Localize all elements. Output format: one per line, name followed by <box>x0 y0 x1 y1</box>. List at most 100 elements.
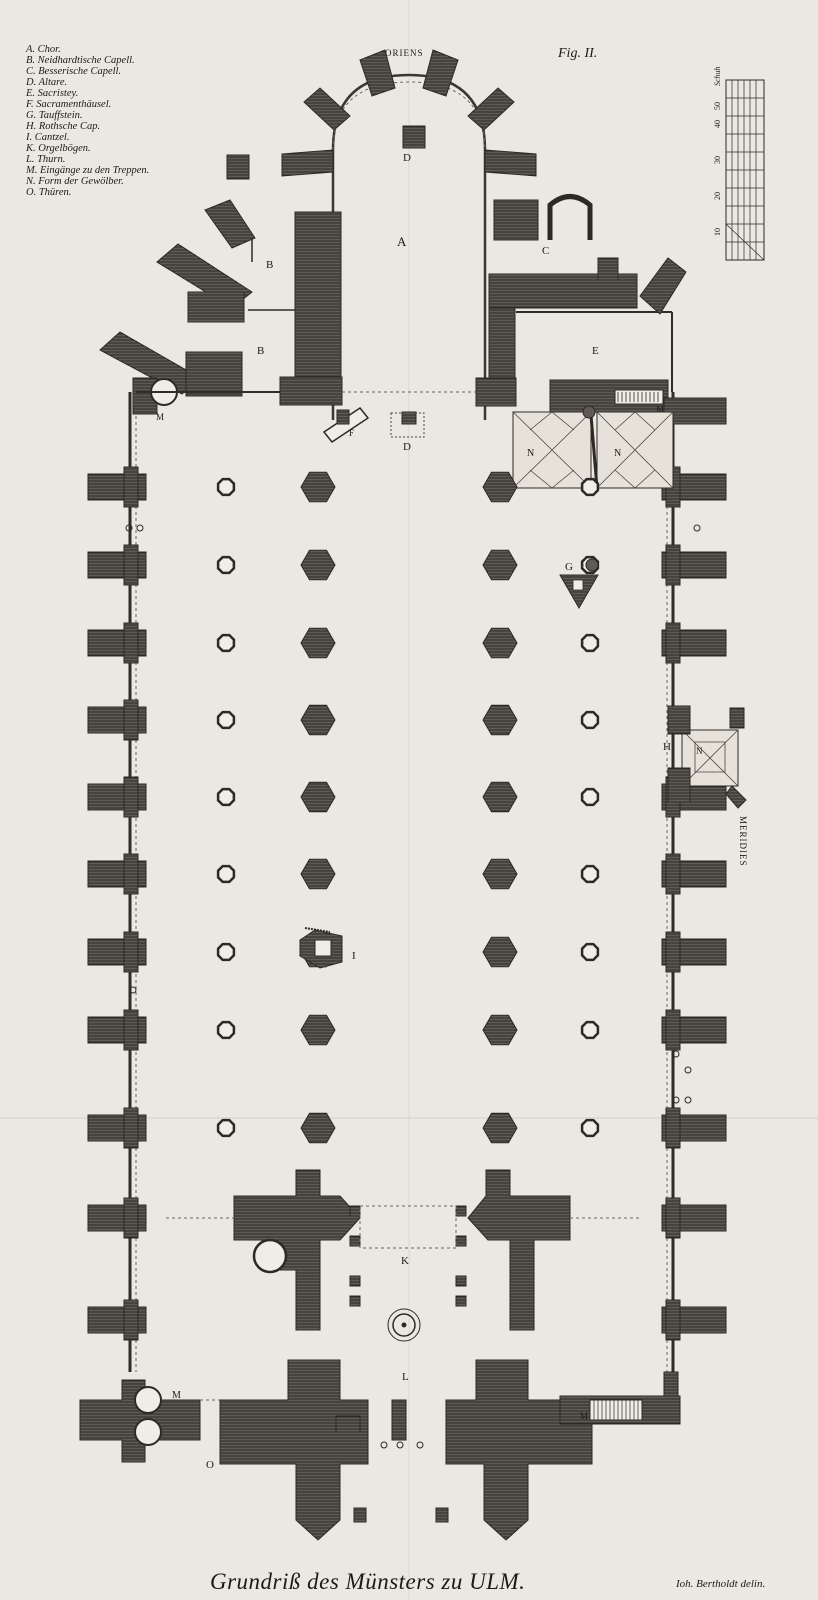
main-pier <box>300 704 336 736</box>
aisle-pier <box>216 864 236 884</box>
legend-item: M. Eingänge zu den Treppen. <box>26 165 150 176</box>
aisle-pier <box>216 555 236 575</box>
besserer-chapel <box>547 194 593 240</box>
main-pier <box>300 549 336 581</box>
north-buttress-foot <box>123 466 139 508</box>
label-F: F <box>349 428 354 438</box>
doors <box>125 524 701 1449</box>
south-buttress-foot <box>665 1197 681 1239</box>
aisle-pier <box>216 477 236 497</box>
aisle-pier <box>580 710 600 730</box>
legend-item: A. Chor. <box>26 44 61 55</box>
label-D2: D <box>403 441 411 453</box>
label-K: K <box>401 1255 409 1267</box>
main-pier <box>300 781 336 813</box>
south-stair <box>589 1399 643 1421</box>
label-M4: M <box>580 1411 588 1421</box>
label-H: H <box>663 741 671 753</box>
pulpit <box>299 927 343 969</box>
tower-piers <box>79 1169 681 1541</box>
main-pier <box>482 781 518 813</box>
figure-label: Fig. II. <box>558 46 598 61</box>
scale-tick: 10 <box>713 228 722 236</box>
aisle-pier <box>580 1020 600 1040</box>
sacrament-house <box>322 406 370 444</box>
main-pier <box>482 471 518 503</box>
scale-tick: 40 <box>713 120 722 128</box>
label-B1: B <box>266 259 273 271</box>
main-pier <box>300 858 336 890</box>
main-pier <box>482 1112 518 1144</box>
main-pier <box>482 549 518 581</box>
altar <box>401 411 417 425</box>
aisle-pier <box>216 710 236 730</box>
tower-stair-north <box>134 1386 162 1414</box>
label-M1: M <box>156 412 164 422</box>
label-N2: N <box>614 448 621 459</box>
legend-item: B. Neidhardtische Capell. <box>26 55 135 66</box>
label-M2: M <box>656 404 664 414</box>
buttresses <box>87 466 727 1341</box>
nave-piers <box>216 471 600 1144</box>
main-pier <box>300 1014 336 1046</box>
aisle-pier <box>216 1118 236 1138</box>
main-pier <box>482 858 518 890</box>
main-pier <box>482 627 518 659</box>
north-buttress-foot <box>123 776 139 818</box>
roth-chapel <box>667 705 747 809</box>
aisle-pier <box>216 787 236 807</box>
label-D1: D <box>403 152 411 164</box>
north-buttress-foot <box>123 622 139 664</box>
label-N1: N <box>527 448 534 459</box>
aisle-pier <box>216 633 236 653</box>
tower-stair-north-2 <box>134 1418 162 1446</box>
aisle-pier <box>580 787 600 807</box>
label-N3: N <box>696 746 703 756</box>
north-chapels <box>99 199 256 415</box>
compass-south: MERIDIES <box>738 816 748 867</box>
legend-item: I. Cantzel. <box>26 132 70 143</box>
label-A: A <box>397 234 407 249</box>
label-E: E <box>592 345 599 357</box>
legend-item: H. Rothsche Cap. <box>26 121 101 132</box>
scale-tick: 20 <box>713 192 722 200</box>
south-buttress-foot <box>665 853 681 895</box>
scale-tick: 30 <box>713 156 722 164</box>
south-buttress-foot <box>665 622 681 664</box>
plan-labels: A B B C D D E F G H I K L M M M M N N N … <box>156 48 748 1471</box>
south-buttress-foot <box>665 544 681 586</box>
tower-center <box>387 1308 421 1342</box>
aisle-pier <box>580 1118 600 1138</box>
north-buttress-foot <box>123 1197 139 1239</box>
main-pier <box>482 936 518 968</box>
legend-item: F. Sacramenthäusel. <box>26 99 112 110</box>
vault-pattern <box>512 389 674 495</box>
baptismal-font <box>559 558 599 610</box>
label-M3: M <box>172 1390 181 1401</box>
south-buttress-foot <box>665 1299 681 1341</box>
label-L: L <box>402 1371 409 1383</box>
legend: A. Chor. B. Neidhardtische Capell. C. Be… <box>26 44 149 198</box>
north-buttress-foot <box>123 544 139 586</box>
aisle-pier <box>580 477 600 497</box>
plan-title: Grundriß des Münsters zu ULM. <box>210 1569 526 1594</box>
legend-item: E. Sacristey. <box>26 88 79 99</box>
aisle-pier <box>580 864 600 884</box>
main-pier <box>300 471 336 503</box>
label-B2: B <box>257 345 264 357</box>
label-I: I <box>352 950 356 962</box>
label-O: O <box>206 1459 214 1471</box>
aisle-pier <box>216 1020 236 1040</box>
legend-item: L. Thurn. <box>26 154 66 165</box>
north-buttress-foot <box>123 1009 139 1051</box>
engraver-signature: Ioh. Bertholdt delin. <box>676 1578 766 1590</box>
main-pier <box>482 1014 518 1046</box>
north-buttress-foot <box>123 853 139 895</box>
main-pier <box>482 704 518 736</box>
legend-item: C. Besserische Capell. <box>26 66 122 77</box>
south-buttress-foot <box>665 1009 681 1051</box>
legend-item: K. Orgelbögen. <box>26 143 91 154</box>
legend-item: G. Tauffstein. <box>26 110 83 121</box>
